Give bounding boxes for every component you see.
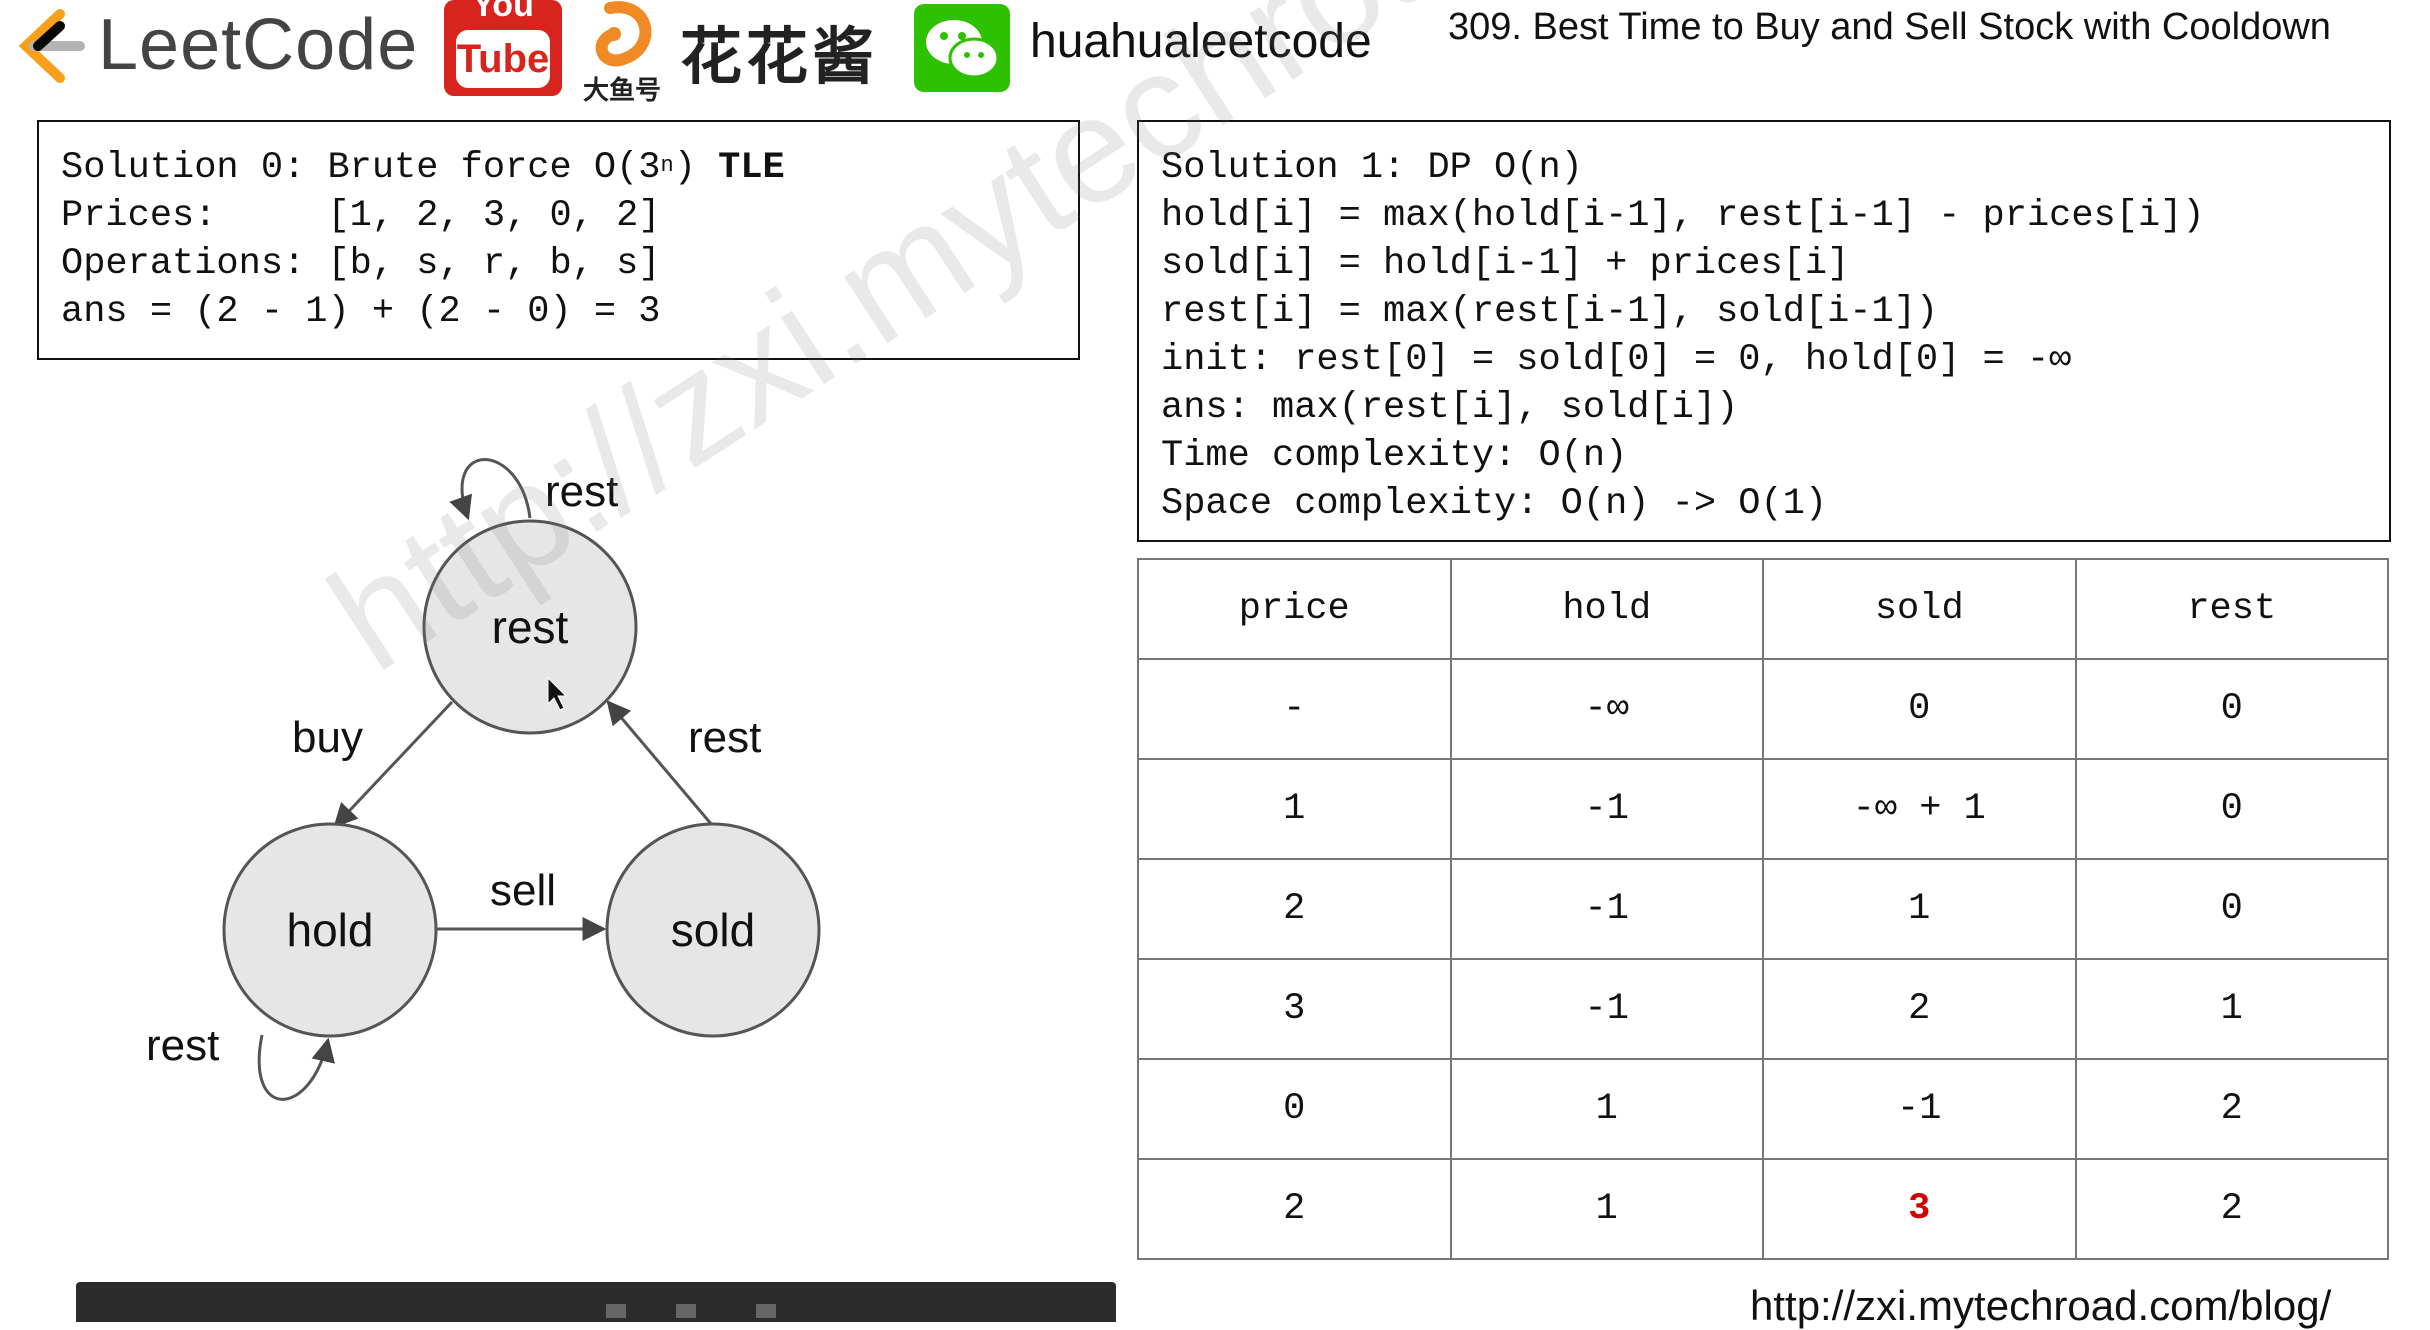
leetcode-logo-icon [18, 9, 85, 83]
sold-to-rest-edge-label: rest [688, 713, 761, 762]
dayuhao-label: 大鱼号 [583, 75, 662, 105]
solution1-rest-formula: rest[i] = max(rest[i-1], sold[i-1]) [1161, 291, 1939, 333]
table-header: price [1137, 558, 1452, 660]
control-icon[interactable] [606, 1304, 626, 1318]
leetcode-logo-text: LeetCode [98, 5, 419, 85]
sell-edge-label: sell [490, 866, 556, 915]
hold-node-label: hold [287, 904, 374, 956]
problem-title: 309. Best Time to Buy and Sell Stock wit… [1448, 6, 2331, 48]
dp-table: price hold sold rest - -∞ 0 0 1 -1 -∞ + … [1137, 558, 2389, 1260]
table-header: hold [1449, 558, 1764, 660]
solution0-close-paren: ) [673, 147, 696, 189]
youtube-logo-top: You [472, 0, 534, 24]
table-cell: -∞ [1449, 658, 1764, 760]
mouse-cursor-icon [547, 676, 568, 711]
solution1-init: init: rest[0] = sold[0] = 0, hold[0] = -… [1161, 339, 2072, 381]
dayuhao-logo-icon [595, 1, 652, 67]
hold-node [222, 822, 438, 1038]
table-header: rest [2074, 558, 2389, 660]
sold-node-label: sold [671, 904, 755, 956]
solution0-prices: Prices: [1, 2, 3, 0, 2] [61, 195, 661, 237]
table-cell: 3 [1137, 958, 1452, 1060]
solution1-box: Solution 1: DP O(n) hold[i] = max(hold[i… [1137, 120, 2391, 542]
hold-self-loop-arrow [257, 1034, 335, 1101]
table-cell: 0 [2074, 658, 2389, 760]
solution1-time-complexity: Time complexity: O(n) [1161, 435, 1628, 477]
footer-url: http://zxi.mytechroad.com/blog/ [1750, 1282, 2332, 1329]
table-cell: 0 [2074, 858, 2389, 960]
rest-node-label: rest [492, 601, 569, 653]
solution0-title: Solution 0: Brute force O(3 [61, 147, 661, 189]
table-cell: - [1137, 658, 1452, 760]
table-row: 3 -1 2 1 [1137, 958, 2389, 1060]
solution1-space-complexity: Space complexity: O(n) -> O(1) [1161, 483, 1828, 525]
table-cell: 2 [1137, 858, 1452, 960]
solution1-answer: ans: max(rest[i], sold[i]) [1161, 387, 1739, 429]
table-cell: 2 [2074, 1058, 2389, 1160]
table-cell: -1 [1449, 858, 1764, 960]
table-cell: 1 [1137, 758, 1452, 860]
solution1-title: Solution 1: DP O(n) [1161, 147, 1583, 189]
answer-cell: 3 [1762, 1158, 2077, 1260]
control-icon[interactable] [756, 1304, 776, 1318]
table-row: - -∞ 0 0 [1137, 658, 2389, 760]
table-cell: 2 [2074, 1158, 2389, 1260]
table-cell: 1 [1449, 1158, 1764, 1260]
sold-to-rest-arrow [606, 700, 714, 826]
solution0-exponent: n [660, 153, 674, 178]
table-cell: 2 [1137, 1158, 1452, 1260]
table-cell: 0 [1762, 658, 2077, 760]
table-cell: 0 [2074, 758, 2389, 860]
table-cell: -1 [1449, 758, 1764, 860]
table-cell: 0 [1137, 1058, 1452, 1160]
tle-label: TLE [718, 147, 785, 189]
table-row: 0 1 -1 2 [1137, 1058, 2389, 1160]
buy-arrow [333, 700, 454, 828]
table-cell: 2 [1762, 958, 2077, 1060]
rest-self-loop-label: rest [545, 467, 618, 516]
buy-edge-label: buy [292, 713, 363, 762]
youtube-logo-icon: You Tube [444, 0, 562, 96]
video-control-bar[interactable] [76, 1282, 1116, 1322]
youtube-logo-tube: Tube [456, 30, 550, 88]
table-header: sold [1762, 558, 2077, 660]
table-row: 2 -1 1 0 [1137, 858, 2389, 960]
table-header-row: price hold sold rest [1137, 558, 2389, 660]
wechat-handle: huahualeetcode [1030, 15, 1372, 68]
huahuajiang-brand: 花花酱 [680, 23, 879, 92]
rest-node [422, 519, 638, 735]
state-machine-diagram: rest hold sold rest buy rest sell rest [146, 458, 821, 1101]
table-cell: 1 [2074, 958, 2389, 1060]
table-row: 1 -1 -∞ + 1 0 [1137, 758, 2389, 860]
solution0-operations: Operations: [b, s, r, b, s] [61, 243, 661, 285]
wechat-logo-icon [914, 4, 1010, 92]
rest-self-loop-arrow [449, 458, 532, 521]
table-row: 2 1 3 2 [1137, 1158, 2389, 1260]
solution0-line1: Solution 0: Brute force O(3n) TLE [61, 144, 785, 192]
control-icon[interactable] [676, 1304, 696, 1318]
table-cell: 1 [1762, 858, 2077, 960]
table-cell: -∞ + 1 [1762, 758, 2077, 860]
solution0-answer: ans = (2 - 1) + (2 - 0) = 3 [61, 291, 661, 333]
header-bar: LeetCode You Tube 大鱼号 花花酱 huahualeetcode… [0, 0, 2430, 110]
solution1-hold-formula: hold[i] = max(hold[i-1], rest[i-1] - pri… [1161, 195, 2205, 237]
table-cell: 1 [1449, 1058, 1764, 1160]
table-cell: -1 [1449, 958, 1764, 1060]
solution0-box: Solution 0: Brute force O(3n) TLE Prices… [37, 120, 1080, 360]
table-cell: -1 [1762, 1058, 2077, 1160]
hold-self-loop-label: rest [146, 1021, 219, 1070]
sold-node [605, 822, 821, 1038]
solution1-sold-formula: sold[i] = hold[i-1] + prices[i] [1161, 243, 1850, 285]
